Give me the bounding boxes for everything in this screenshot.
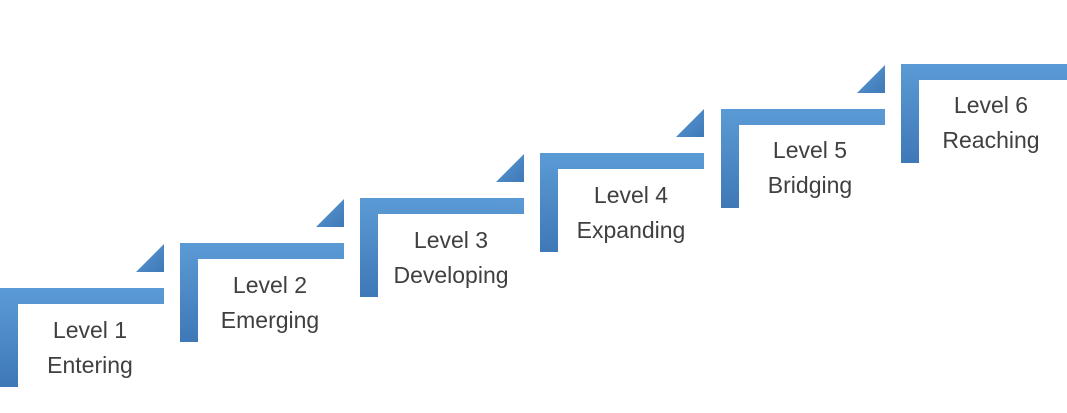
step-4-arrow-triangle: [676, 109, 704, 137]
step-6: Level 6 Reaching: [901, 64, 1067, 163]
step-1-arrow-triangle: [136, 244, 164, 272]
step-6-name-label: Reaching: [942, 127, 1039, 153]
step-4: Level 4 Expanding: [540, 109, 704, 252]
step-1-level-label: Level 1: [53, 317, 127, 343]
step-6-bracket: [901, 64, 1067, 163]
step-5: Level 5 Bridging: [721, 65, 885, 208]
step-5-arrow-triangle: [857, 65, 885, 93]
step-6-level-label: Level 6: [954, 92, 1028, 118]
step-2-bracket: [180, 243, 344, 342]
step-1-name-label: Entering: [47, 352, 133, 378]
step-2-arrow-triangle: [316, 199, 344, 227]
step-2-level-label: Level 2: [233, 272, 307, 298]
step-3-level-label: Level 3: [414, 227, 488, 253]
step-4-bracket: [540, 153, 704, 252]
step-2-name-label: Emerging: [221, 307, 319, 333]
step-5-level-label: Level 5: [773, 137, 847, 163]
step-3-name-label: Developing: [393, 262, 508, 288]
step-3-arrow-triangle: [496, 154, 524, 182]
step-5-bracket: [721, 109, 885, 208]
step-3: Level 3 Developing: [360, 154, 524, 297]
step-2: Level 2 Emerging: [180, 199, 344, 342]
step-4-level-label: Level 4: [594, 182, 668, 208]
step-4-name-label: Expanding: [577, 217, 686, 243]
step-1: Level 1 Entering: [0, 244, 164, 387]
step-1-bracket: [0, 288, 164, 387]
step-3-bracket: [360, 198, 524, 297]
step-5-name-label: Bridging: [768, 172, 852, 198]
